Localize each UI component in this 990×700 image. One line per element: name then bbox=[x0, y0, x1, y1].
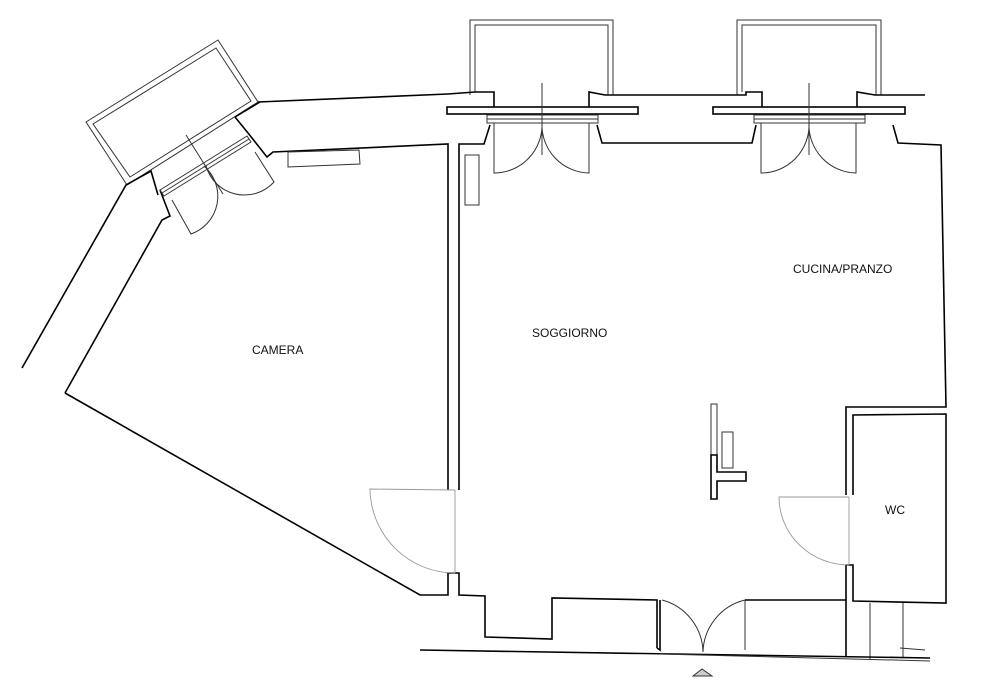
wc-walls bbox=[778, 413, 947, 604]
camera-walls bbox=[21, 93, 658, 648]
balcony-cucina bbox=[736, 19, 882, 95]
entrance-door bbox=[419, 599, 931, 677]
window-camera bbox=[159, 134, 275, 235]
partition bbox=[710, 403, 747, 500]
furniture-soggiorno bbox=[464, 154, 480, 206]
room-label-camera: CAMERA bbox=[252, 343, 304, 357]
door-camera bbox=[369, 488, 456, 574]
room-label-soggiorno: SOGGIORNO bbox=[532, 326, 608, 340]
window-soggiorno bbox=[486, 83, 599, 174]
furniture-camera bbox=[287, 149, 361, 168]
room-label-wc: WC bbox=[885, 503, 905, 517]
balcony-soggiorno bbox=[469, 19, 614, 95]
balcony-left bbox=[85, 39, 259, 186]
window-cucina bbox=[753, 83, 866, 174]
top-wall bbox=[446, 91, 947, 495]
room-label-cucina-pranzo: CUCINA/PRANZO bbox=[793, 262, 893, 276]
